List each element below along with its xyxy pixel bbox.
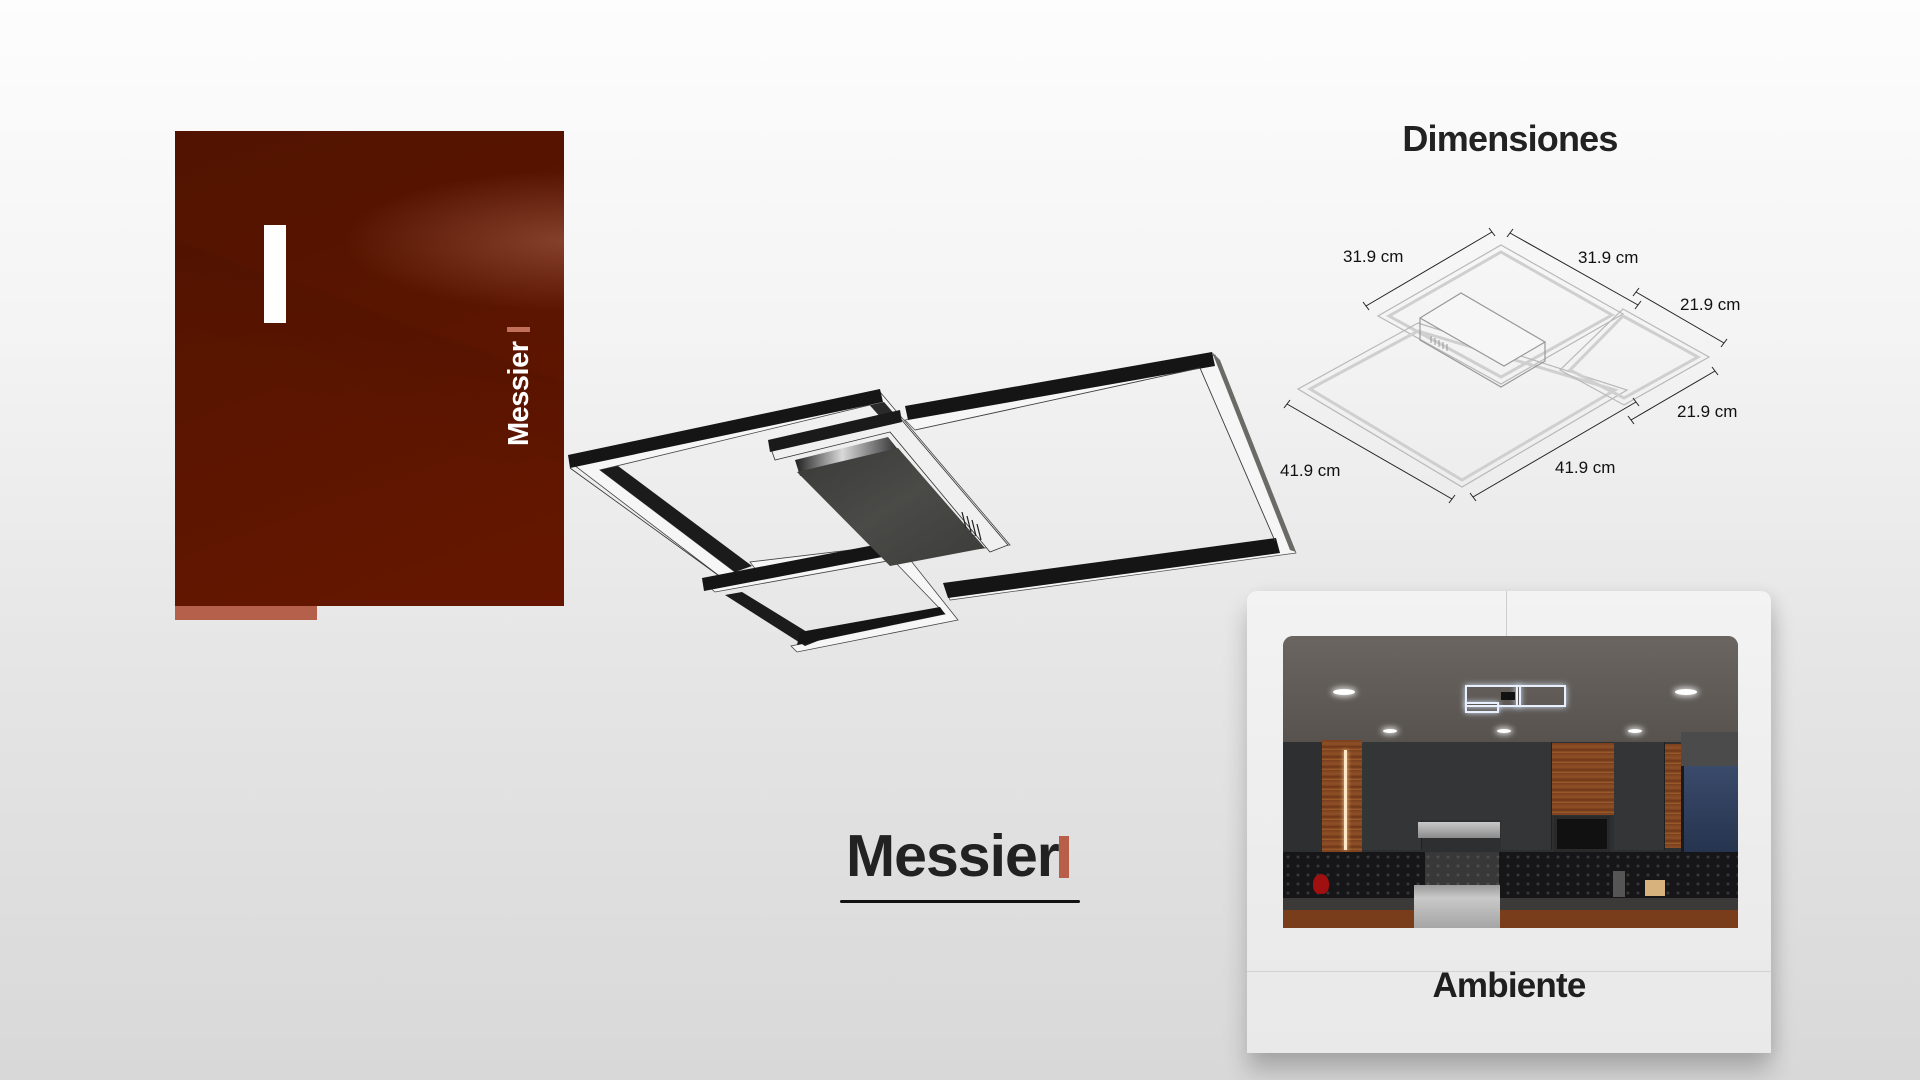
- photo-lamp-frame: [1465, 702, 1499, 713]
- photo-stove: [1414, 885, 1500, 928]
- vertical-title-accent: [507, 327, 530, 332]
- cabinet-door: [1421, 742, 1462, 820]
- dimension-label-top-left: 31.9 cm: [1343, 247, 1404, 266]
- product-title-underline: [840, 900, 1080, 903]
- led-strip: [1344, 750, 1347, 850]
- photo-blender: [1613, 871, 1625, 897]
- dimension-label-small-lower: 21.9 cm: [1677, 402, 1738, 421]
- paper-crease: [1506, 591, 1507, 636]
- cabinet-door: [1461, 742, 1502, 820]
- photo-red-jar: [1313, 874, 1329, 894]
- downlight-icon: [1383, 729, 1397, 733]
- brand-panel: [175, 131, 564, 606]
- product-title-accent: [1059, 836, 1069, 878]
- photo-backsplash: [1283, 852, 1738, 902]
- wood-panel: [1322, 740, 1362, 852]
- cabinet-door: [1614, 742, 1665, 850]
- lamp-large-frame: [904, 352, 1297, 601]
- photo-blind: [1681, 732, 1738, 768]
- photo-range-hood: [1418, 822, 1500, 838]
- photo-window: [1681, 766, 1738, 868]
- photo-lamp-canopy: [1501, 692, 1515, 700]
- lamp-canopy-box: [768, 410, 1009, 566]
- ambiente-photo: [1283, 636, 1738, 928]
- dimension-label-large-left: 41.9 cm: [1280, 461, 1341, 480]
- photo-lamp-frame: [1516, 685, 1566, 707]
- lamp-small-frame: [702, 541, 959, 653]
- wood-shelf: [1665, 744, 1685, 848]
- paper-crease: [1247, 971, 1771, 972]
- downlight-icon: [1628, 729, 1642, 733]
- dimension-label-top-right: 31.9 cm: [1578, 248, 1639, 267]
- downlight-icon: [1675, 689, 1697, 695]
- photo-counter: [1283, 898, 1738, 910]
- photo-lower-cabinets: [1283, 910, 1738, 928]
- cabinet-door: [1501, 742, 1552, 850]
- downlight-icon: [1497, 729, 1511, 733]
- cabinet-door: [1362, 742, 1392, 850]
- wood-cabinet: [1552, 743, 1614, 815]
- decorative-accent-bar: [175, 606, 317, 620]
- photo-ceiling: [1283, 636, 1738, 744]
- photo-knife-block: [1645, 880, 1665, 896]
- dimensions-title: Dimensiones: [1402, 118, 1618, 159]
- downlight-icon: [1333, 689, 1355, 695]
- photo-lamp-frame: [1465, 685, 1521, 707]
- photo-microwave: [1554, 816, 1610, 852]
- ambiente-label: Ambiente: [1432, 966, 1586, 1005]
- decorative-white-bar: [264, 225, 286, 323]
- dimension-label-large-right: 41.9 cm: [1555, 458, 1616, 477]
- product-title: Messier: [846, 823, 1060, 889]
- dimension-label-small-upper: 21.9 cm: [1680, 295, 1741, 314]
